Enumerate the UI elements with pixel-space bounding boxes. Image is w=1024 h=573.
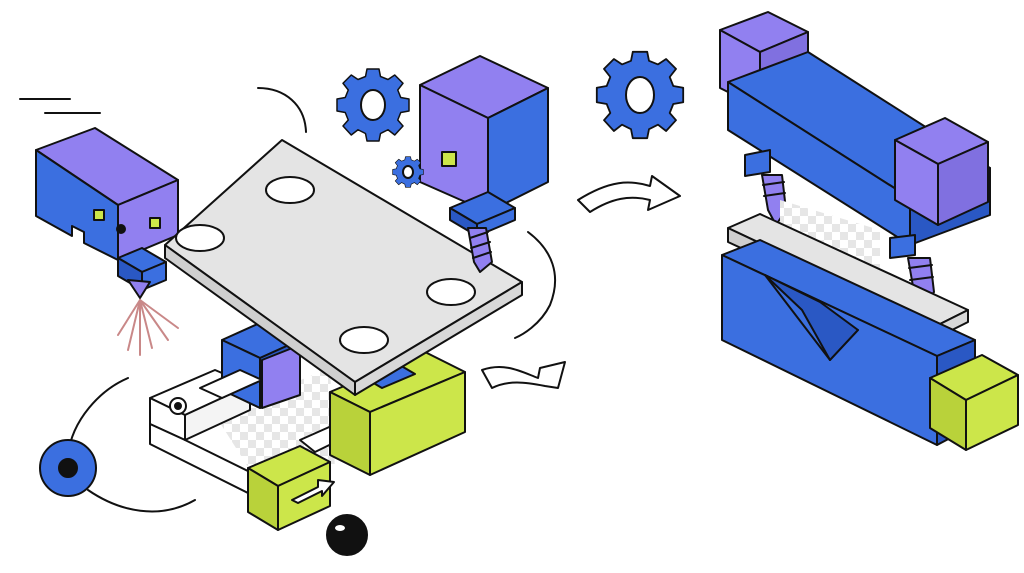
ball-icon	[326, 514, 368, 556]
connector-node	[39, 439, 97, 497]
fixture-purple-block	[261, 344, 301, 409]
flow-arrow-icon	[481, 361, 566, 389]
gear-icon	[336, 68, 410, 142]
plate-hole	[426, 278, 476, 306]
flow-arrow-icon	[577, 175, 681, 213]
gear-icon	[392, 156, 424, 188]
laser-indicator-dot	[116, 224, 126, 234]
plate-hole	[339, 326, 389, 354]
drill-spindle	[419, 55, 549, 273]
press-brake	[719, 11, 1019, 451]
laser-indicator-side	[149, 217, 161, 229]
press-lime-block	[929, 354, 1019, 451]
fixture-rod-left	[199, 369, 263, 399]
gear-icon	[595, 50, 685, 140]
laser-indicator-lime	[93, 209, 105, 221]
laser-beams	[117, 299, 179, 356]
plate-hole	[175, 224, 225, 252]
fixture-lime-block-right	[329, 351, 466, 476]
motion-lines	[19, 87, 557, 513]
plate-hole	[265, 176, 315, 204]
laser-cutter-head	[35, 127, 179, 299]
spindle-indicator	[441, 151, 457, 167]
work-plate	[164, 139, 523, 396]
fixture-arrow-icon	[291, 479, 335, 504]
